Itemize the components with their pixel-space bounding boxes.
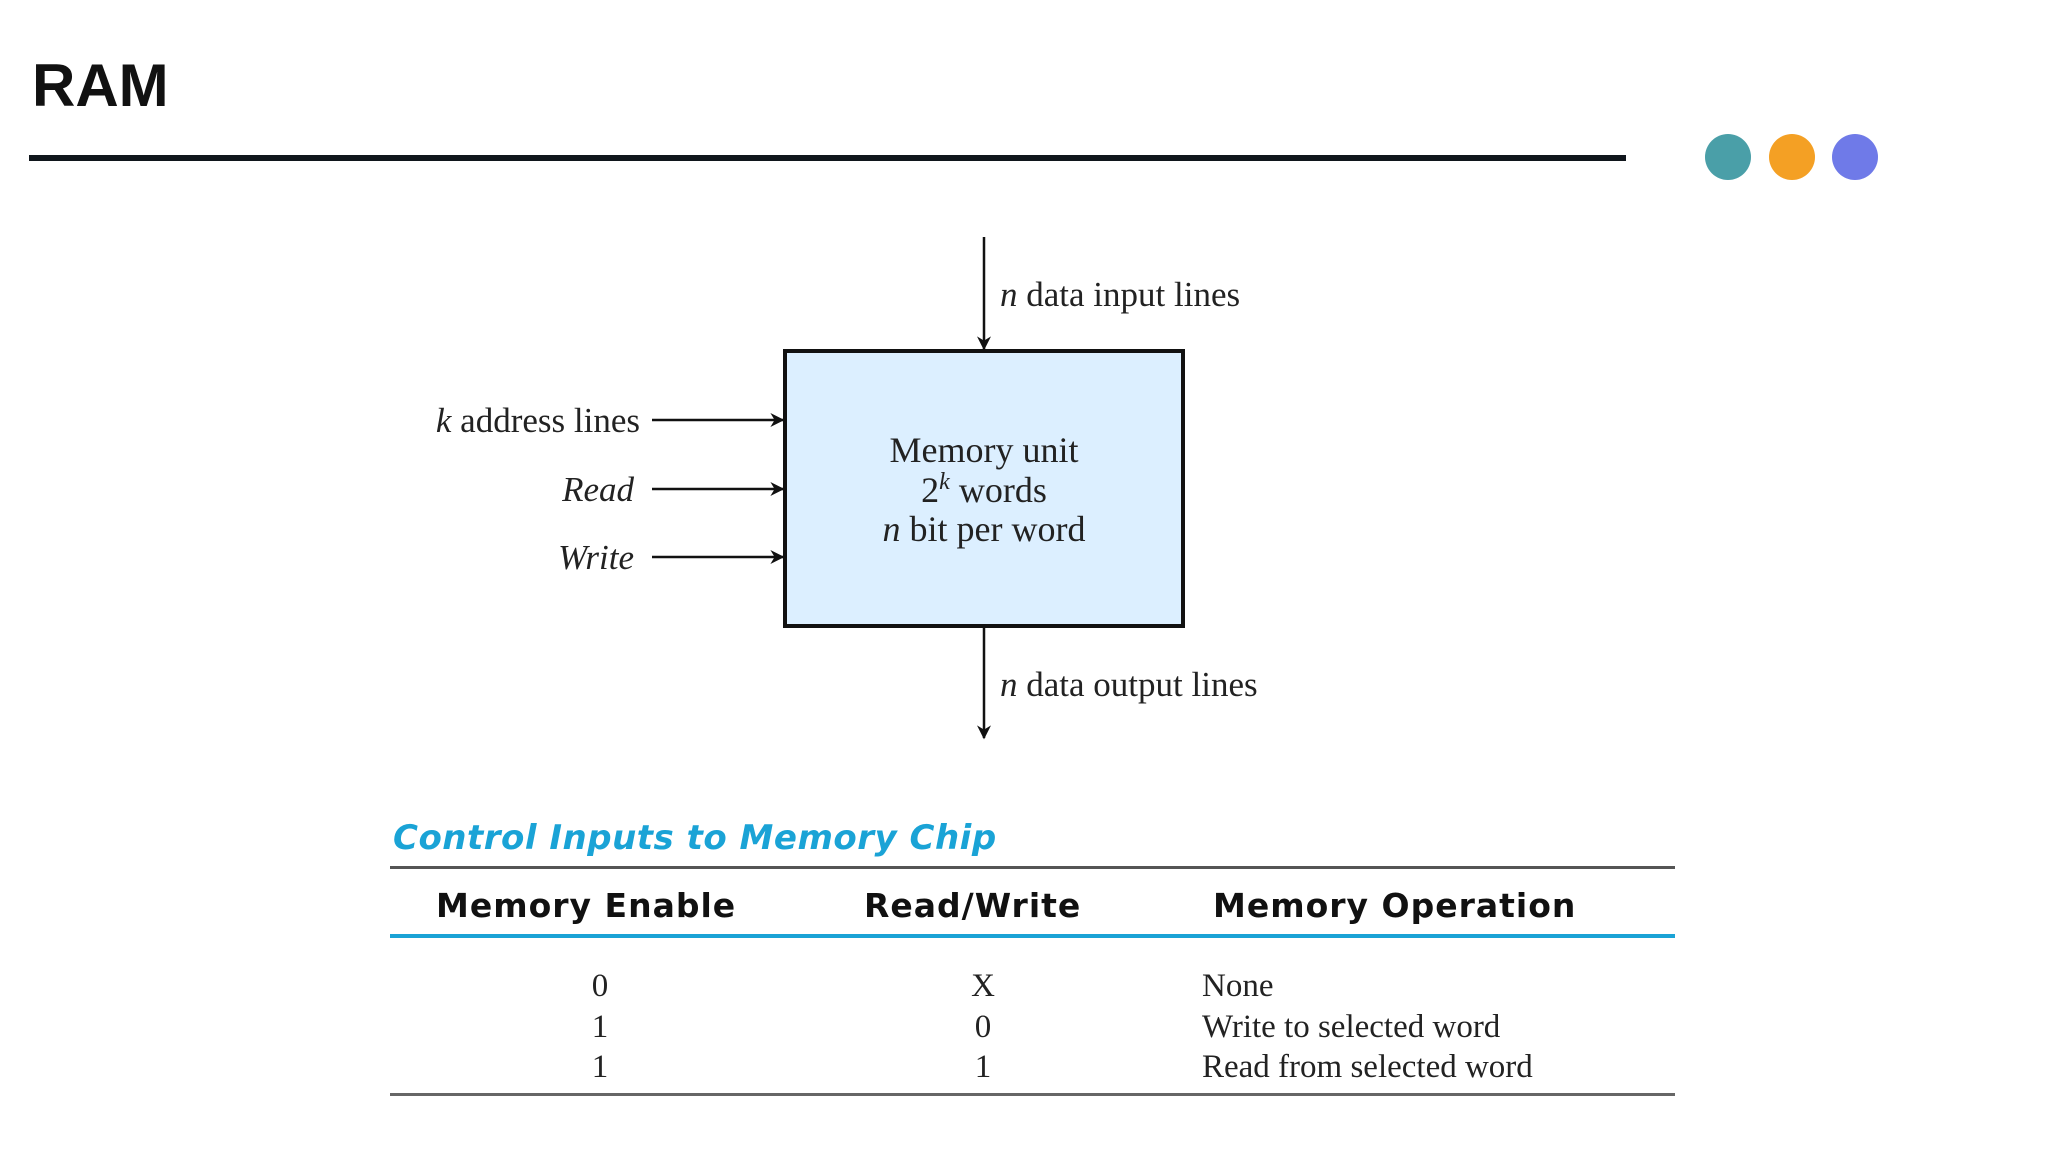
cell-read-write: X — [971, 968, 995, 1004]
cell-enable: 1 — [591, 1049, 609, 1085]
table-header-rule — [390, 934, 1675, 938]
data-output-label: n data output lines — [1000, 665, 1258, 704]
box-line-3: n bit per word — [883, 509, 1086, 549]
box-line-1: Memory unit — [890, 430, 1079, 470]
header-memory-operation: Memory Operation — [1213, 886, 1577, 925]
header-memory-enable: Memory Enable — [436, 886, 737, 925]
memory-unit-box — [783, 349, 1185, 628]
purple-dot — [1832, 134, 1878, 180]
table-top-rule — [390, 866, 1675, 869]
title-divider — [29, 155, 1626, 161]
data-input-label: n data input lines — [1000, 275, 1240, 314]
teal-dot — [1705, 134, 1751, 180]
cell-enable: 0 — [591, 968, 609, 1004]
cell-operation: Read from selected word — [1202, 1049, 1533, 1085]
orange-dot — [1769, 134, 1815, 180]
cell-operation: None — [1202, 968, 1274, 1004]
write-label: Write — [558, 538, 634, 577]
slide-title: RAM — [32, 52, 169, 119]
header-read-write: Read/Write — [864, 886, 1082, 925]
read-label: Read — [561, 470, 634, 509]
cell-operation: Write to selected word — [1202, 1009, 1501, 1045]
cell-read-write: 1 — [974, 1049, 992, 1085]
table-title: Control Inputs to Memory Chip — [393, 818, 997, 858]
cell-read-write: 0 — [974, 1009, 992, 1045]
address-lines-label: k address lines — [436, 401, 640, 440]
box-line-2: 2k words — [921, 469, 1047, 510]
cell-enable: 1 — [591, 1009, 609, 1045]
table-bottom-rule — [390, 1093, 1675, 1096]
